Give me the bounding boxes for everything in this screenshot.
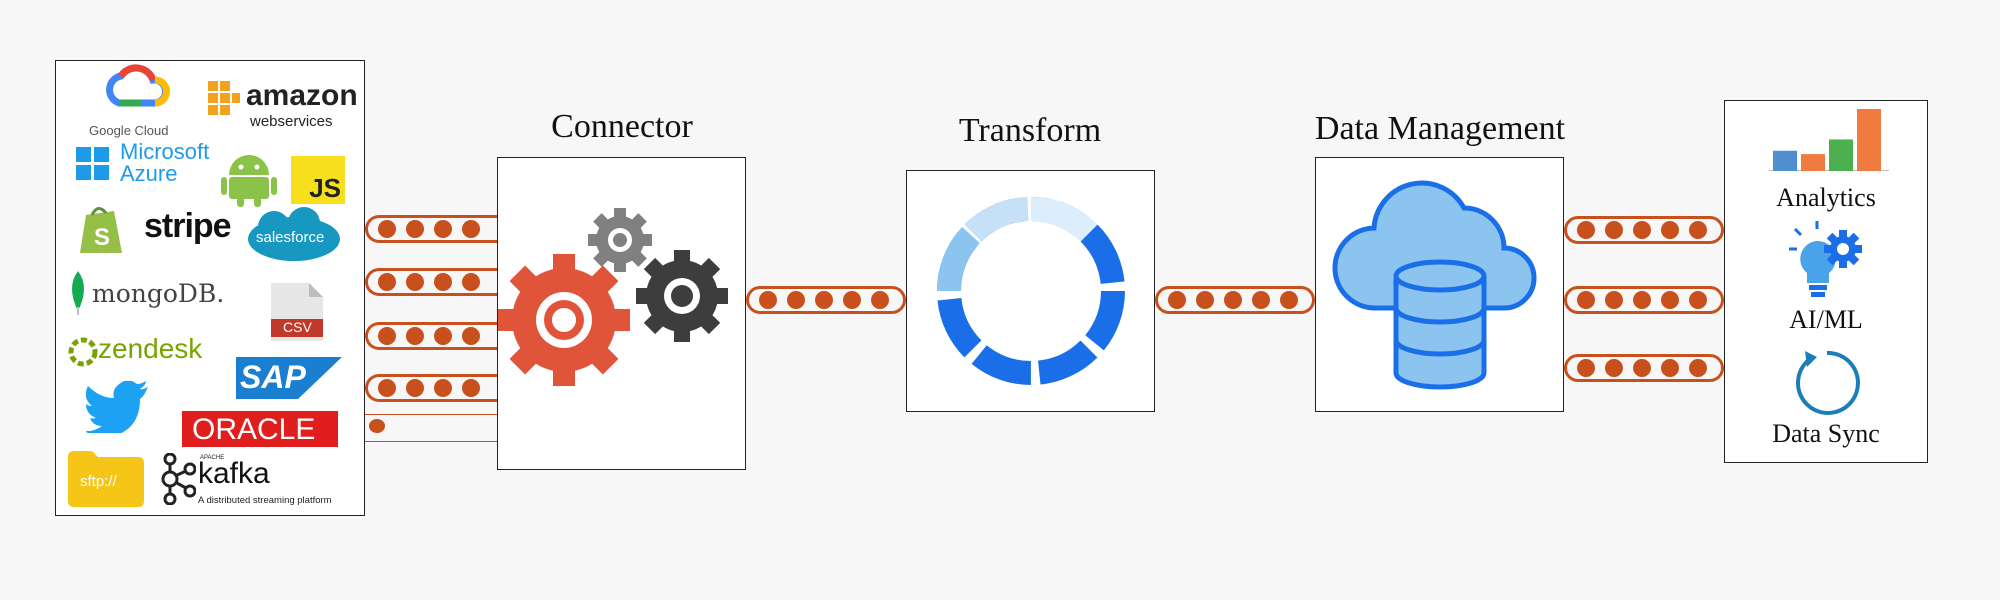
csv-file-logo: CSV bbox=[271, 283, 323, 341]
mongodb-label: mongoDB. bbox=[92, 279, 225, 308]
salesforce-logo: salesforce bbox=[244, 207, 344, 267]
google-cloud-logo: Google Cloud bbox=[71, 61, 201, 141]
aws-label-top: amazon bbox=[246, 79, 358, 112]
ai-lightbulb-gear-icon bbox=[1789, 221, 1862, 297]
sap-logo: SAP bbox=[236, 357, 342, 399]
kafka-label: kafka bbox=[198, 457, 270, 490]
pipe-output-aiml bbox=[1564, 286, 1724, 314]
pipe-output-analytics bbox=[1564, 216, 1724, 244]
svg-text:S: S bbox=[94, 224, 110, 251]
connector-title: Connector bbox=[551, 108, 693, 145]
transform-box bbox=[906, 170, 1155, 412]
pipe-source-1 bbox=[365, 215, 497, 243]
cloud-database-icon bbox=[1332, 180, 1537, 390]
salesforce-cloud-icon bbox=[248, 207, 340, 261]
android-icon bbox=[221, 155, 277, 207]
data-sync-label: Data Sync bbox=[1772, 419, 1880, 448]
data-management-box bbox=[1315, 157, 1564, 412]
csv-label: CSV bbox=[283, 319, 312, 335]
kafka-icon bbox=[161, 452, 197, 506]
google-cloud-icon bbox=[106, 64, 170, 107]
analytics-label: Analytics bbox=[1776, 183, 1876, 212]
oracle-label: ORACLE bbox=[192, 413, 316, 446]
aws-label-bottom: webservices bbox=[250, 113, 333, 130]
chart-bar bbox=[1829, 139, 1853, 171]
chart-bar bbox=[1801, 154, 1825, 171]
analytics-bar-chart bbox=[1769, 109, 1889, 171]
javascript-logo: JS bbox=[291, 156, 345, 204]
zendesk-label: zendesk bbox=[98, 333, 203, 364]
zendesk-icon bbox=[68, 337, 98, 367]
csv-file-icon bbox=[271, 283, 323, 341]
kafka-apache-label: APACHE bbox=[200, 455, 225, 461]
data-sources-panel: Google Cloud amazon webservices Microsof… bbox=[55, 60, 365, 516]
azure-label: Azure bbox=[120, 161, 178, 186]
folder-icon bbox=[68, 451, 144, 507]
outputs-panel: Analytics AI/ML Data Sync bbox=[1724, 100, 1928, 463]
aws-logo: amazon webservices bbox=[206, 71, 358, 141]
chart-bar bbox=[1857, 109, 1881, 171]
pipe-source-5 bbox=[365, 414, 497, 442]
zendesk-logo: zendesk bbox=[68, 331, 228, 371]
chart-bar bbox=[1773, 150, 1797, 171]
kafka-tagline: A distributed streaming platform bbox=[198, 495, 332, 506]
data-management-title: Data Management bbox=[1314, 110, 1566, 147]
kafka-logo: APACHE kafka A distributed streaming pla… bbox=[156, 452, 356, 509]
mongodb-logo: mongoDB. bbox=[68, 271, 248, 321]
mongodb-leaf-icon bbox=[72, 271, 84, 315]
twitter-bird-icon bbox=[86, 381, 148, 433]
aws-cubes-icon bbox=[208, 81, 240, 115]
pipe-connector-transform bbox=[746, 286, 906, 314]
sap-label: SAP bbox=[240, 359, 306, 395]
oracle-logo: ORACLE bbox=[182, 411, 338, 447]
google-cloud-label: Google Cloud bbox=[89, 123, 169, 138]
stripe-logo: stripe bbox=[144, 207, 232, 245]
gears-icon bbox=[498, 208, 728, 386]
pipe-source-4 bbox=[365, 374, 497, 402]
salesforce-label: salesforce bbox=[256, 229, 325, 246]
transform-title: Transform bbox=[958, 112, 1102, 149]
javascript-label: JS bbox=[309, 173, 341, 203]
data-sync-icon bbox=[1796, 350, 1860, 415]
sftp-label: sftp:// bbox=[80, 473, 117, 490]
connector-box bbox=[497, 157, 746, 470]
transform-ring-icon bbox=[936, 196, 1125, 385]
aiml-label: AI/ML bbox=[1789, 305, 1863, 334]
sap-shape-icon bbox=[236, 357, 342, 399]
pipe-source-2 bbox=[365, 268, 497, 296]
pipe-source-3 bbox=[365, 322, 497, 350]
windows-icon bbox=[76, 147, 109, 180]
shopify-icon: S bbox=[80, 207, 122, 253]
pipe-transform-datamgmt bbox=[1155, 286, 1315, 314]
microsoft-label: Microsoft bbox=[120, 139, 210, 164]
sftp-folder-logo: sftp:// bbox=[68, 451, 144, 507]
pipe-output-datasync bbox=[1564, 354, 1724, 382]
microsoft-azure-logo: Microsoft Azure bbox=[76, 139, 226, 189]
